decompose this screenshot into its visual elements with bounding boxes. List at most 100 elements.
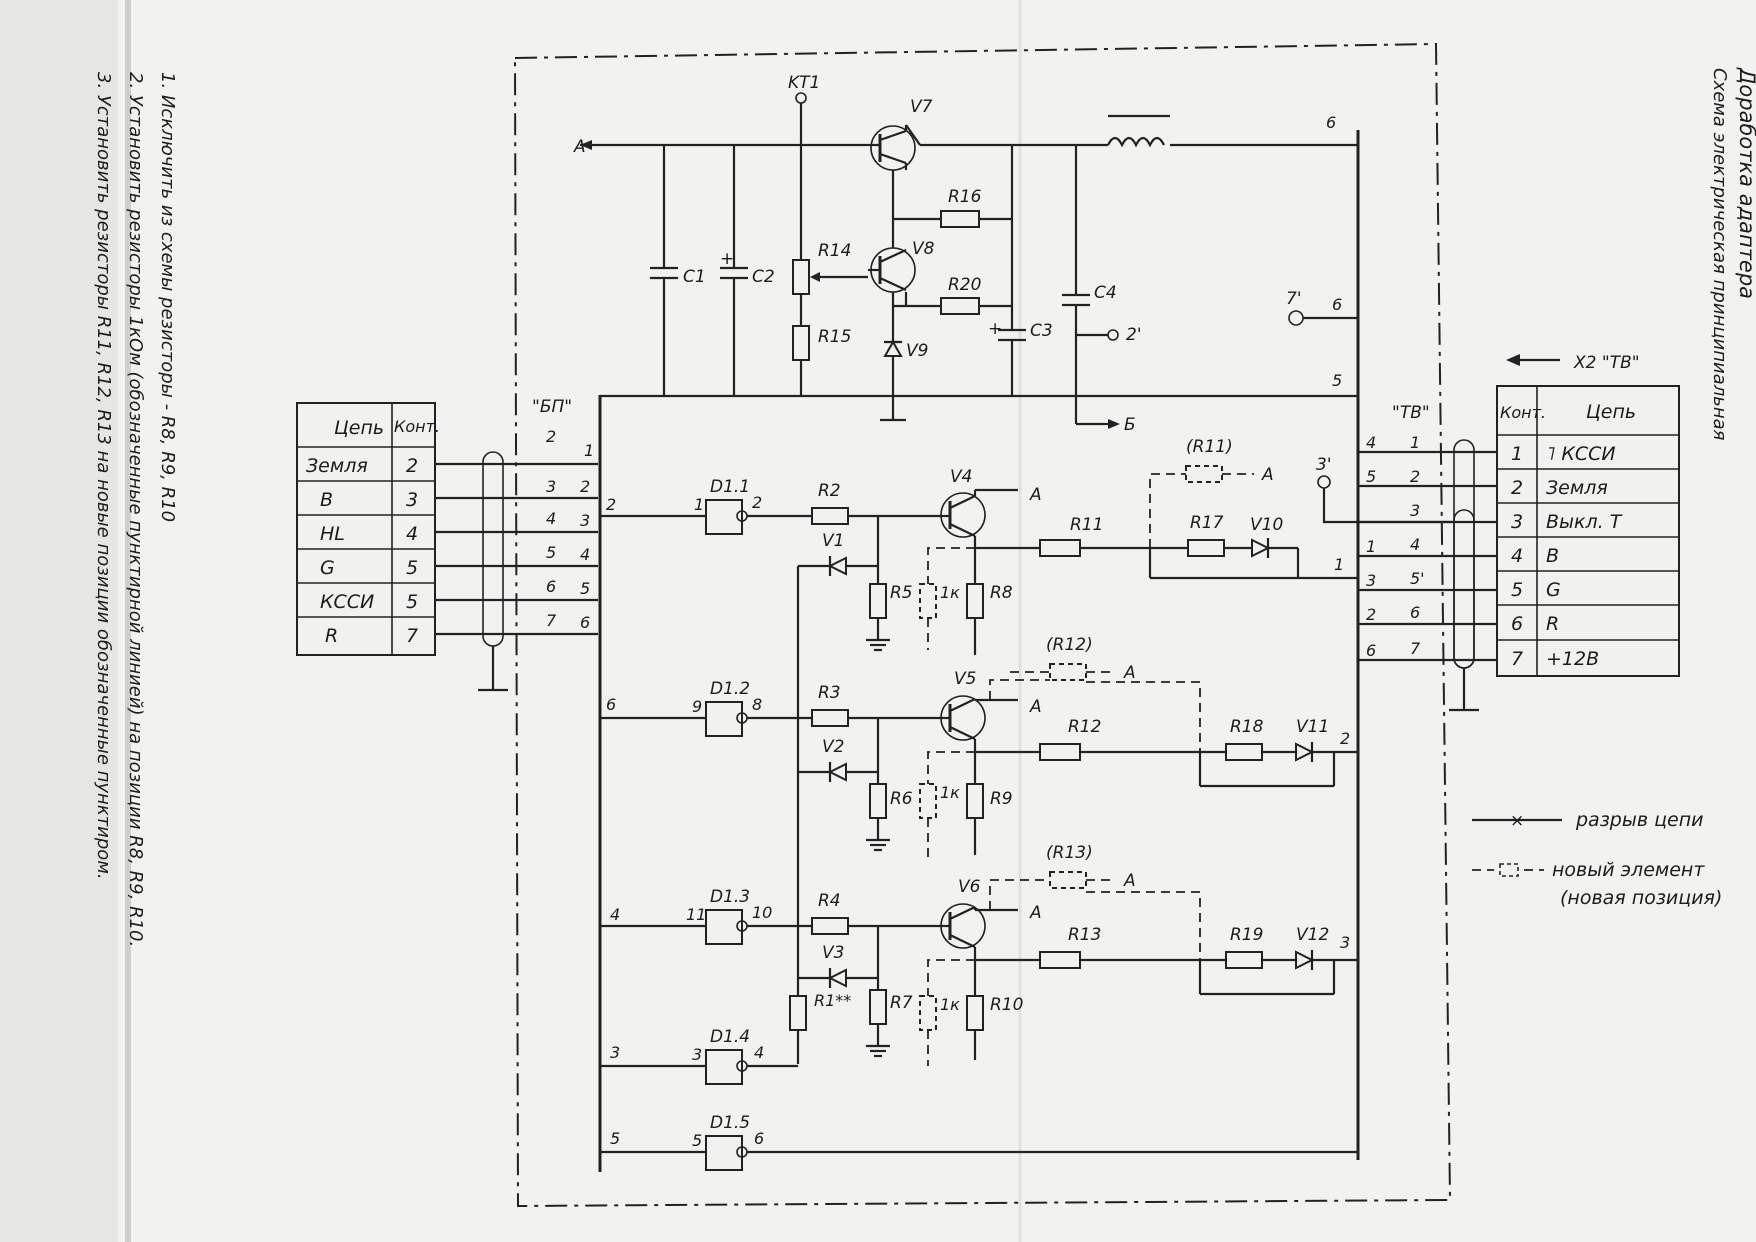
r13-new-label: (R13) xyxy=(1046,843,1093,863)
r13-label: R13 xyxy=(1068,925,1101,945)
r13-new-resistor xyxy=(1049,871,1087,889)
d1-3-out: 10 xyxy=(752,903,772,922)
d1-5-out: 6 xyxy=(754,1129,764,1148)
r11-net-a: A xyxy=(1261,465,1274,485)
kt1-label: KT1 xyxy=(788,73,820,93)
bp-inner-pin-4: 4 xyxy=(580,545,590,564)
r12-label: R12 xyxy=(1068,717,1101,737)
bp-outer-pin-4: 5 xyxy=(546,543,556,562)
v10-diode xyxy=(1251,538,1271,558)
d1-5-in: 5 xyxy=(692,1131,702,1150)
bp-outer-pin-6: 7 xyxy=(546,611,557,630)
notes-block: 1. Исключить из схемы резисторы - R8, R9… xyxy=(93,72,178,947)
net-b: Б xyxy=(1124,415,1136,435)
v11-diode xyxy=(1295,742,1315,762)
r16-label: R16 xyxy=(948,187,982,207)
r1-label: R1** xyxy=(814,991,851,1010)
left-row-net-1: Земля xyxy=(306,455,368,477)
r12-new-resistor xyxy=(1049,663,1087,681)
title-line-1: Доработка адаптера xyxy=(1735,67,1756,299)
left-row-pin-4: 5 xyxy=(406,557,418,579)
v3-label: V3 xyxy=(822,943,844,963)
d1-2-in: 9 xyxy=(692,697,702,716)
v11-label: V11 xyxy=(1296,717,1329,737)
r15-label: R15 xyxy=(818,327,851,347)
tv-inner-pin-7: 7 xyxy=(1410,639,1421,658)
left-table-header-pin: Конт. xyxy=(394,417,440,436)
inductor xyxy=(1107,136,1165,148)
r12-new-label: (R12) xyxy=(1046,635,1093,655)
c1-label: C1 xyxy=(683,267,706,287)
v3-diode xyxy=(827,968,847,988)
r14-label: R14 xyxy=(818,241,851,261)
one-k-ch3: 1к xyxy=(940,995,960,1014)
net-7prime: 7' xyxy=(1286,289,1302,309)
right-table-header-pin: Конт. xyxy=(1500,403,1546,422)
r7-label: R7 xyxy=(890,993,913,1013)
right-row-pin-5: 5 xyxy=(1511,579,1523,601)
left-row-pin-5: 5 xyxy=(406,591,418,613)
gate-d1-5: 5 D1.5 5 6 xyxy=(600,1113,1358,1171)
tv-inner-pin-6: 6 xyxy=(1410,603,1420,622)
r17-resistor xyxy=(1187,539,1225,557)
tv-inner-pin-3: 3 xyxy=(1410,501,1420,520)
r11-new-resistor xyxy=(1185,465,1223,483)
bus-pin-4: 4 xyxy=(610,905,620,924)
left-row-pin-1: 2 xyxy=(406,455,418,477)
legend-break-text: разрыв цепи xyxy=(1575,809,1704,831)
legend-break-mark: × xyxy=(1510,811,1524,831)
v6-label: V6 xyxy=(958,877,981,897)
tv-inner-pin-1: 1 xyxy=(1410,433,1420,452)
c3-plus: + xyxy=(988,319,1002,339)
tv-outer-pin-1: 4 xyxy=(1366,433,1376,452)
channel-1: 2 D1.1 1 2 R2 V1 R5 V4 A xyxy=(600,437,1358,1064)
d1-4-label: D1.4 xyxy=(710,1027,750,1047)
v6-transistor xyxy=(940,903,986,949)
right-table: X2 "ТВ" Конт. Цепь 1 ˥ КССИ 2 Земля 3 Вы… xyxy=(1496,353,1680,677)
new-1k-ch2 xyxy=(919,783,937,819)
r9-label: R9 xyxy=(990,789,1013,809)
legend-new-position-text: (новая позиция) xyxy=(1560,887,1722,909)
tv-connector-label: "ТВ" xyxy=(1392,403,1430,423)
r19-label: R19 xyxy=(1230,925,1263,945)
r11-resistor xyxy=(1039,539,1081,557)
r10-label: R10 xyxy=(990,995,1023,1015)
bp-outer-pin-2: 3 xyxy=(546,477,556,496)
v1-label: V1 xyxy=(822,531,844,551)
net-3prime: 3' xyxy=(1316,455,1332,475)
r6-resistor xyxy=(869,783,887,819)
v12-label: V12 xyxy=(1296,925,1329,945)
r13-net-a: A xyxy=(1123,871,1136,891)
v2-label: V2 xyxy=(822,737,844,757)
left-row-pin-3: 4 xyxy=(406,523,418,545)
right-row-net-6: R xyxy=(1546,613,1559,635)
r19-resistor xyxy=(1225,951,1263,969)
bp-inner-pin-3: 3 xyxy=(580,511,590,530)
right-row-net-1: ˥ КССИ xyxy=(1546,443,1616,465)
bp-inner-pin-1: 1 xyxy=(584,441,594,460)
v5-label: V5 xyxy=(954,669,976,689)
r2-resistor xyxy=(811,507,849,525)
net-a-top: A xyxy=(573,137,586,157)
d1-3-label: D1.3 xyxy=(710,887,750,907)
tv-inner-pin-4: 4 xyxy=(1410,535,1420,554)
one-k-ch1: 1к xyxy=(940,583,960,602)
bp-connector-label: "БП" xyxy=(532,397,572,417)
r17-label: R17 xyxy=(1190,513,1224,533)
c2-plus: + xyxy=(720,249,734,269)
tv-connector: "ТВ" 4 5 1 3 2 6 1 2 3 4 5' 6 7 xyxy=(1358,403,1497,712)
r16-resistor xyxy=(940,210,980,228)
r8-label: R8 xyxy=(990,583,1013,603)
r12-net-a: A xyxy=(1123,663,1136,683)
rbus-pin-1: 1 xyxy=(1334,555,1344,574)
r10-resistor xyxy=(966,995,984,1031)
left-cable xyxy=(435,451,598,692)
tv-outer-pin-5: 2 xyxy=(1366,605,1376,624)
r1-resistor xyxy=(789,995,807,1031)
right-row-net-7: +12В xyxy=(1546,648,1599,670)
r3-label: R3 xyxy=(818,683,841,703)
title-block: Доработка адаптера Схема электрическая п… xyxy=(1709,67,1756,441)
rbus-pin-6b: 6 xyxy=(1332,295,1342,314)
d1-3-gate xyxy=(705,909,743,945)
v4-net-a: A xyxy=(1029,485,1042,505)
